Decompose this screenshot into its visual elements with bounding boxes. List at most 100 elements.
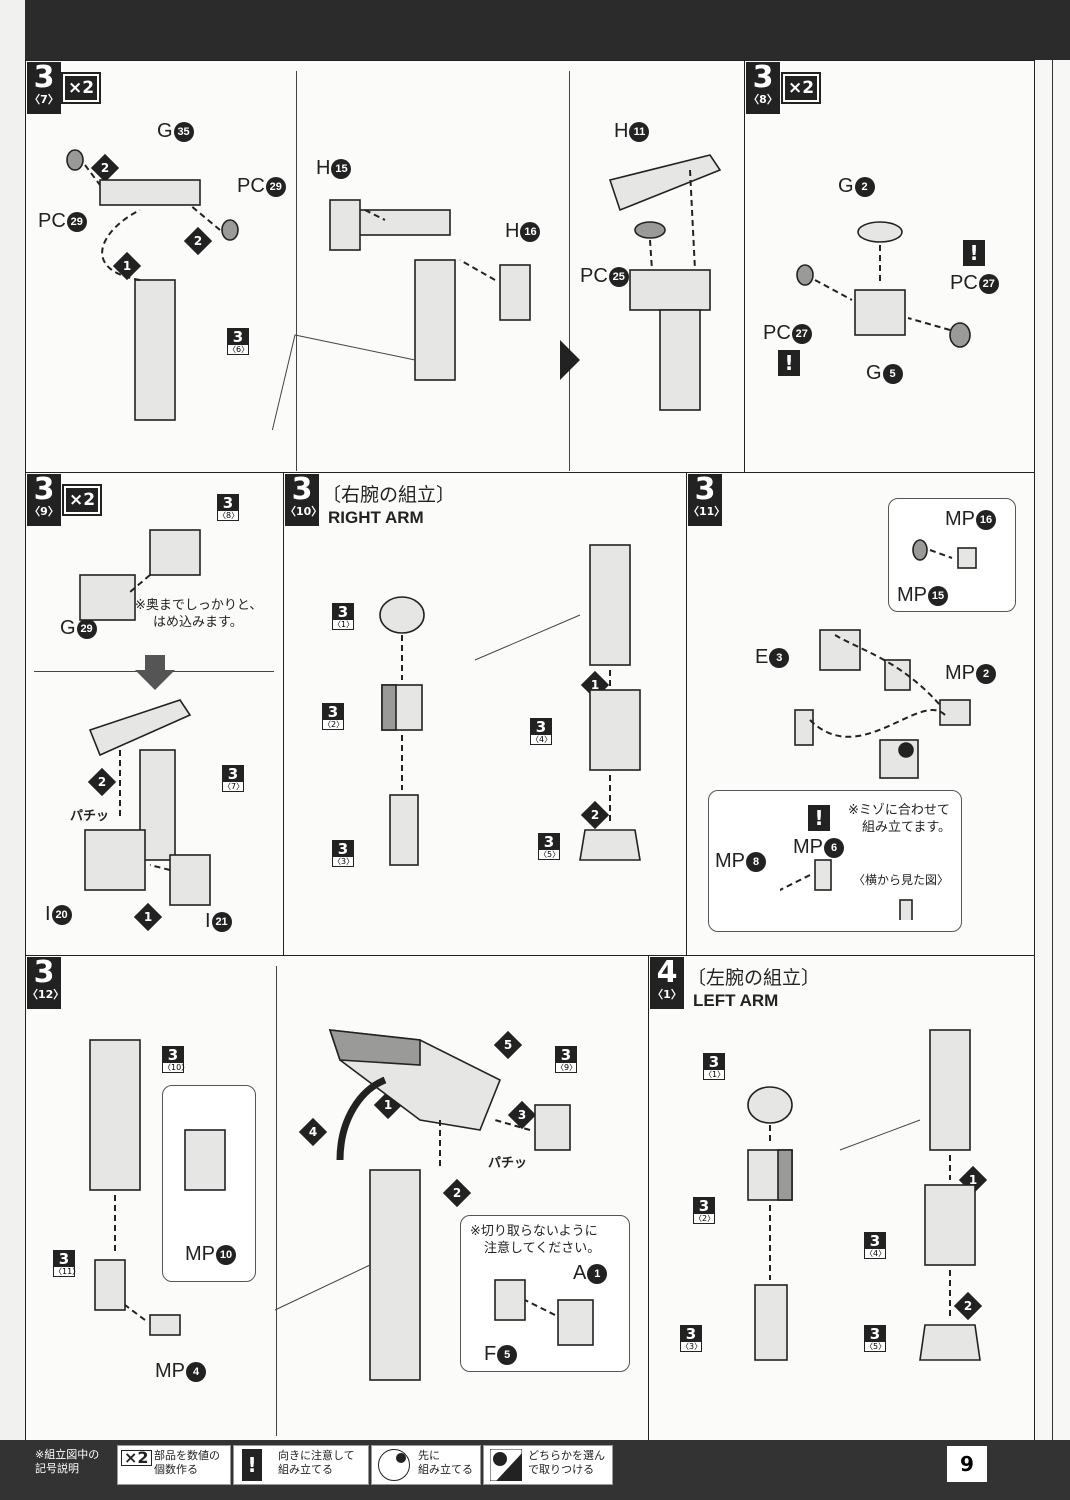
element: 3 <box>228 329 248 345</box>
element: 3 <box>291 472 313 507</box>
element <box>149 529 201 576</box>
element <box>854 289 906 336</box>
element: 3 <box>33 60 55 95</box>
element <box>79 529 211 906</box>
element: H <box>316 157 331 179</box>
panel-divider <box>296 71 297 471</box>
element <box>794 539 977 920</box>
element <box>124 1304 146 1321</box>
element: 3 <box>33 955 55 990</box>
element <box>329 199 361 251</box>
element <box>534 1104 571 1151</box>
element <box>949 322 971 348</box>
element: G <box>157 120 173 142</box>
step-ref: 3〈3〉 <box>332 840 354 867</box>
element <box>89 1029 594 1381</box>
element: 3 <box>539 834 559 850</box>
step-ref: 3〈1〉 <box>332 603 354 630</box>
element: G <box>866 362 882 384</box>
part-number-circle: 16 <box>976 509 996 530</box>
element: 〈11〉 <box>688 505 726 518</box>
element: PC <box>237 175 265 197</box>
part-number-circle: 27 <box>791 323 812 344</box>
step-badge: 3〈7〉 <box>27 62 61 114</box>
part-number-circle: 3 <box>769 647 790 668</box>
element: 注意してください。 <box>484 1241 601 1256</box>
step-ref: 3〈2〉 <box>693 1197 715 1224</box>
part-number-circle: 11 <box>629 121 650 142</box>
element: ※切り取らないように <box>470 1224 598 1239</box>
element: 組み立てる <box>418 1463 473 1476</box>
part-number-circle: 1 <box>587 1263 608 1284</box>
element <box>589 544 631 666</box>
element: 〈7〉 <box>29 93 59 106</box>
assembly-illustration-3-9 <box>79 529 211 906</box>
step-ref: 3〈2〉 <box>322 703 344 730</box>
element <box>929 549 953 559</box>
step-ref: 3〈5〉 <box>538 833 560 860</box>
element <box>839 1119 921 1151</box>
element <box>834 634 941 706</box>
step-badge: 4〈1〉 <box>650 957 684 1009</box>
element: 部品を数値の <box>154 1449 220 1462</box>
element: E <box>755 646 769 668</box>
element <box>149 864 171 871</box>
element <box>560 340 580 380</box>
element <box>84 164 696 281</box>
section-title: 〔左腕の組立〕 <box>687 967 821 989</box>
element: 3 <box>54 1251 74 1267</box>
element <box>780 549 953 892</box>
element: 3 <box>752 60 774 95</box>
orientation-warning-icon: ! <box>963 240 985 266</box>
element: 3 <box>694 472 716 507</box>
part-number-circle: 29 <box>66 211 87 232</box>
multiplier-badge: ×2 <box>780 72 822 104</box>
element: 〈12〉 <box>27 988 65 1001</box>
element: 3 <box>865 1233 885 1249</box>
element: MP <box>945 662 975 684</box>
element <box>135 670 175 690</box>
element <box>747 1086 793 1124</box>
part-number-circle: 2 <box>854 176 875 197</box>
element <box>379 596 425 634</box>
element <box>608 154 722 212</box>
element <box>794 709 814 746</box>
element <box>754 1284 788 1361</box>
element <box>379 544 641 866</box>
element <box>493 1452 507 1466</box>
element: ※奥までしっかりと、 <box>135 598 263 613</box>
legend-item-first: 先に組み立てる <box>371 1445 481 1485</box>
element: 〈3〉 <box>681 1342 703 1351</box>
element: 4 <box>656 955 678 990</box>
element <box>814 859 832 891</box>
multiplier-badge: ×2 <box>61 484 103 516</box>
legend-title: ※組立図中の記号説明 <box>30 1445 112 1485</box>
orientation-warning-icon: ! <box>808 805 830 831</box>
element: 〈6〉 <box>228 345 250 354</box>
element: MP <box>715 850 745 872</box>
element <box>129 574 151 593</box>
step-ref: 3〈8〉 <box>217 494 239 521</box>
part-number-circle: 15 <box>928 585 948 606</box>
element <box>459 259 496 281</box>
element: 3 <box>556 1047 576 1063</box>
element <box>579 829 641 861</box>
element <box>94 1259 126 1311</box>
element <box>396 1453 406 1463</box>
element <box>66 149 84 171</box>
step-badge: 3〈9〉 <box>27 474 61 526</box>
element <box>919 1324 981 1361</box>
element <box>796 221 971 348</box>
part-number-circle: 5 <box>882 363 903 384</box>
element: F <box>484 1343 497 1365</box>
note-text: ※切り取らないように注意してください。 <box>470 1223 600 1257</box>
step-ref: 3〈5〉 <box>864 1325 886 1352</box>
section-subtitle: LEFT ARM <box>693 991 779 1010</box>
